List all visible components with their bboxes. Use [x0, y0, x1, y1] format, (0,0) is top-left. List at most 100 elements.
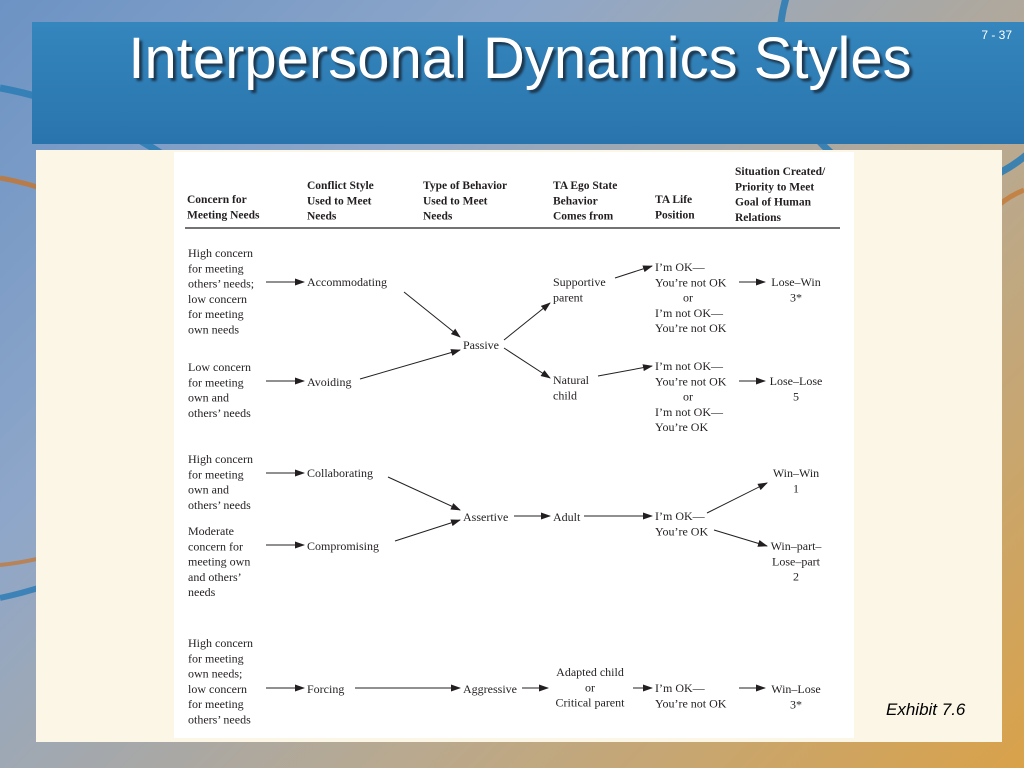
life-position-line: You’re not OK [655, 696, 727, 710]
column-header-2-line: Used to Meet [423, 195, 488, 207]
concern-text-line: High concern [188, 452, 253, 466]
life-position-line: or [683, 390, 693, 404]
life-position-text: I’m OK—You’re OK [655, 509, 708, 538]
outcome-text-line: 1 [793, 481, 799, 495]
column-header-4-line: TA Life [655, 194, 692, 206]
arrow-accommodating-to-passive [403, 291, 461, 338]
arrow-avoiding-to-passive [359, 349, 461, 380]
concern-text-line: low concern [188, 292, 247, 306]
ego-state-text-line: parent [553, 290, 584, 304]
conflict-style-avoiding: Avoiding [307, 375, 351, 389]
arrow-passive-to-natural-child [503, 347, 551, 379]
column-header-4-line: Position [655, 209, 695, 221]
conflict-style-compromising: Compromising [307, 539, 379, 553]
concern-text-line: Moderate [188, 524, 234, 538]
concern-text-line: High concern [188, 246, 253, 260]
outcome-text-line: Lose–part [772, 554, 821, 568]
concern-text-line: others’ needs [188, 713, 251, 727]
concern-text-line: own needs [188, 323, 239, 337]
column-header-5-line: Goal of Human [735, 197, 812, 209]
ego-state-text-line: Supportive [553, 275, 606, 289]
column-header-1-line: Conflict Style [307, 180, 374, 192]
column-header-2-line: Type of Behavior [423, 180, 507, 192]
life-position-line: I’m OK— [655, 260, 706, 274]
concern-text-line: for meeting [188, 697, 244, 711]
conflict-style-forcing: Forcing [307, 682, 344, 696]
life-position-line: I’m not OK— [655, 359, 724, 373]
column-header-1-line: Needs [307, 211, 337, 223]
concern-text-line: for meeting [188, 467, 244, 481]
concern-text-line: meeting own [188, 555, 250, 569]
arrow-collaborating-to-assertive [387, 476, 461, 511]
concern-text-line: own and [188, 391, 229, 405]
outcome-text-line: 3* [790, 290, 802, 304]
column-header-3-line: Behavior [553, 195, 598, 207]
outcome-text-line: Win–Win [773, 466, 819, 480]
column-header-0-line: Concern for [187, 194, 247, 206]
column-header-5-line: Relations [735, 212, 782, 224]
life-position-line: You’re OK [655, 524, 708, 538]
concern-text-line: others’ needs; [188, 277, 254, 291]
concern-text-line: and others’ [188, 570, 242, 584]
outcome-text-line: Lose–Lose [770, 374, 823, 388]
arrow-supportive-parent-to-life-position [614, 265, 653, 279]
concern-text-line: for meeting [188, 307, 244, 321]
ego-state-text-line: Adult [553, 510, 581, 524]
conflict-style-accommodating: Accommodating [307, 275, 387, 289]
ego-state-text: Adult [553, 510, 581, 524]
ego-state-text-line: Critical parent [556, 696, 626, 710]
outcome-text-line: Lose–Win [771, 275, 821, 289]
column-header-3-line: TA Ego State [553, 180, 617, 192]
outcome-text-line: Win–Lose [771, 682, 821, 696]
column-header-1-line: Used to Meet [307, 195, 372, 207]
life-position-line: I’m OK— [655, 681, 706, 695]
concern-text-line: for meeting [188, 375, 244, 389]
arrow-natural-child-to-life-position [597, 364, 653, 377]
concern-text-line: for meeting [188, 261, 244, 275]
behavior-aggressive: Aggressive [463, 682, 517, 696]
arrow-passive-to-supportive-parent [503, 302, 551, 341]
title-banner: 7 - 37 [32, 22, 1024, 144]
concern-text-line: others’ needs [188, 406, 251, 420]
concern-text-line: Low concern [188, 360, 251, 374]
concern-text-line: others’ needs [188, 498, 251, 512]
column-header-5-line: Situation Created/ [735, 166, 826, 178]
column-header-0-line: Meeting Needs [187, 209, 260, 221]
ego-state-text-line: child [553, 388, 577, 402]
column-header-3-line: Comes from [553, 211, 614, 223]
behavior-passive: Passive [463, 338, 499, 352]
concern-text-line: own needs; [188, 667, 242, 681]
exhibit-caption: Exhibit 7.6 [886, 700, 966, 719]
life-position-line: I’m OK— [655, 509, 706, 523]
life-position-line: You’re not OK [655, 374, 727, 388]
behavior-assertive: Assertive [463, 510, 508, 524]
outcome-text-line: Win–part– [771, 539, 823, 553]
diagram-arrows [185, 227, 840, 692]
exhibit-sheet [174, 152, 854, 738]
life-position-line: or [683, 291, 693, 305]
life-position-line: I’m not OK— [655, 306, 724, 320]
life-position-line: I’m not OK— [655, 405, 724, 419]
life-position-line: You’re OK [655, 420, 708, 434]
ego-state-text-line: Adapted child [556, 665, 624, 679]
concern-text-line: needs [188, 585, 216, 599]
